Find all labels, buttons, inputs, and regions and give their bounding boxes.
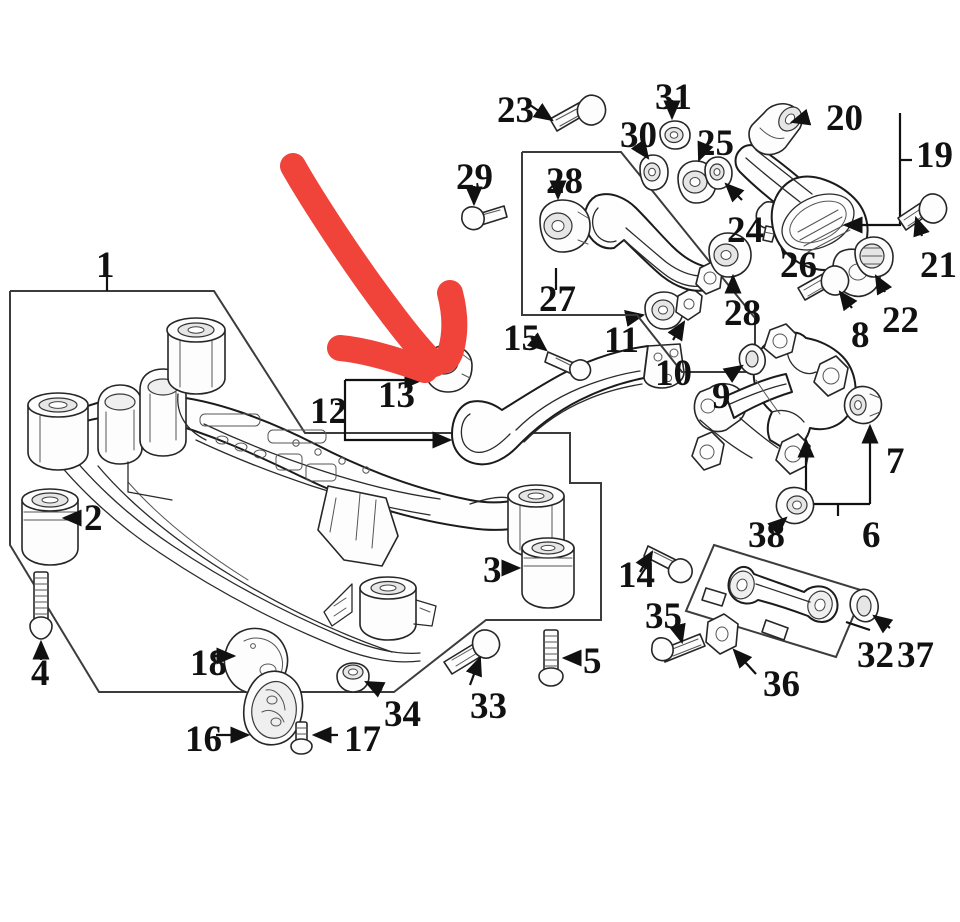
callout-16: 16	[185, 719, 222, 760]
part-37-washer	[849, 588, 894, 634]
callout-34: 34	[384, 694, 421, 735]
callout-30: 30	[620, 115, 657, 156]
part-22-nut	[854, 236, 894, 296]
callout-22: 22	[882, 300, 919, 341]
part-33-bolt	[443, 629, 501, 686]
callout-11: 11	[604, 320, 639, 361]
part-14-bolt	[635, 545, 693, 584]
callout-1: 1	[96, 245, 115, 286]
part-29-bolt	[461, 186, 508, 231]
callout-20: 20	[826, 98, 863, 139]
part-15-bolt	[526, 332, 592, 381]
knuckle-assembly-part	[691, 323, 870, 516]
subframe-web-detail	[195, 413, 441, 516]
callout-27: 27	[539, 279, 576, 320]
callout-12: 12	[310, 391, 347, 432]
callout-36: 36	[763, 664, 800, 705]
callout-23: 23	[497, 90, 534, 131]
part-31-nut	[659, 100, 691, 150]
callout-2: 2	[84, 498, 103, 539]
callout-24: 24	[727, 210, 764, 251]
part-16-bracket	[216, 670, 304, 746]
callout-31: 31	[655, 77, 692, 118]
subframe-bushing-tower-right	[166, 317, 226, 441]
callout-9: 9	[712, 376, 731, 417]
toe-link-group-box	[684, 543, 871, 659]
part-3-bushing	[501, 537, 575, 609]
trailing-arm-assembly	[335, 343, 685, 466]
part-7-bushing	[843, 385, 883, 504]
callout-14: 14	[618, 555, 655, 596]
callout-10: 10	[655, 353, 692, 394]
part-20-bushing	[748, 103, 812, 156]
part-9-washer	[722, 343, 766, 383]
callout-3: 3	[483, 550, 502, 591]
part-11-bushing	[624, 291, 684, 330]
part-21-bolt	[897, 193, 948, 238]
part-28-bushing-front	[539, 180, 591, 253]
toe-link-part	[701, 565, 839, 641]
part-8-bolt	[797, 265, 858, 312]
rear-subframe-group-box	[9, 276, 602, 693]
part-17-bolt	[290, 721, 338, 755]
callout-18: 18	[190, 643, 227, 684]
callout-37: 37	[897, 635, 934, 676]
callout-7: 7	[886, 441, 905, 482]
callout-28-rear: 28	[724, 293, 761, 334]
subframe-center-towers	[97, 368, 187, 501]
part-36-bracket	[705, 613, 757, 675]
callout-32: 32	[857, 635, 894, 676]
part-35-bolt	[650, 619, 706, 663]
callout-29: 29	[456, 157, 493, 198]
part-30-bushing	[630, 138, 669, 191]
part-23-bolt	[529, 94, 607, 132]
callout-17: 17	[344, 719, 381, 760]
part-38-eccentric-nut	[767, 486, 815, 537]
callout-5: 5	[583, 641, 602, 682]
part-4-bolt	[29, 571, 53, 660]
callout-15: 15	[503, 318, 540, 359]
callout-35: 35	[645, 596, 682, 637]
callout-4: 4	[31, 653, 50, 694]
part-24-washer	[704, 156, 745, 203]
part-28-bushing-rear	[708, 232, 752, 294]
callout-19: 19	[916, 135, 953, 176]
part-5-bolt	[538, 629, 582, 687]
callout-8: 8	[851, 315, 870, 356]
callout-25: 25	[697, 123, 734, 164]
callout-33: 33	[470, 686, 507, 727]
callout-28-front: 28	[546, 161, 583, 202]
rear-subframe-part	[27, 317, 565, 663]
callout-21: 21	[920, 245, 957, 286]
subframe-rear-mount	[317, 485, 437, 641]
callout-26: 26	[780, 245, 817, 286]
part-34-nut	[336, 662, 386, 698]
part-2-bushing	[21, 488, 82, 566]
callout-6: 6	[862, 515, 881, 556]
callout-13: 13	[378, 375, 415, 416]
callout-38: 38	[748, 515, 785, 556]
subframe-bushing-sleeve-left	[27, 392, 89, 471]
